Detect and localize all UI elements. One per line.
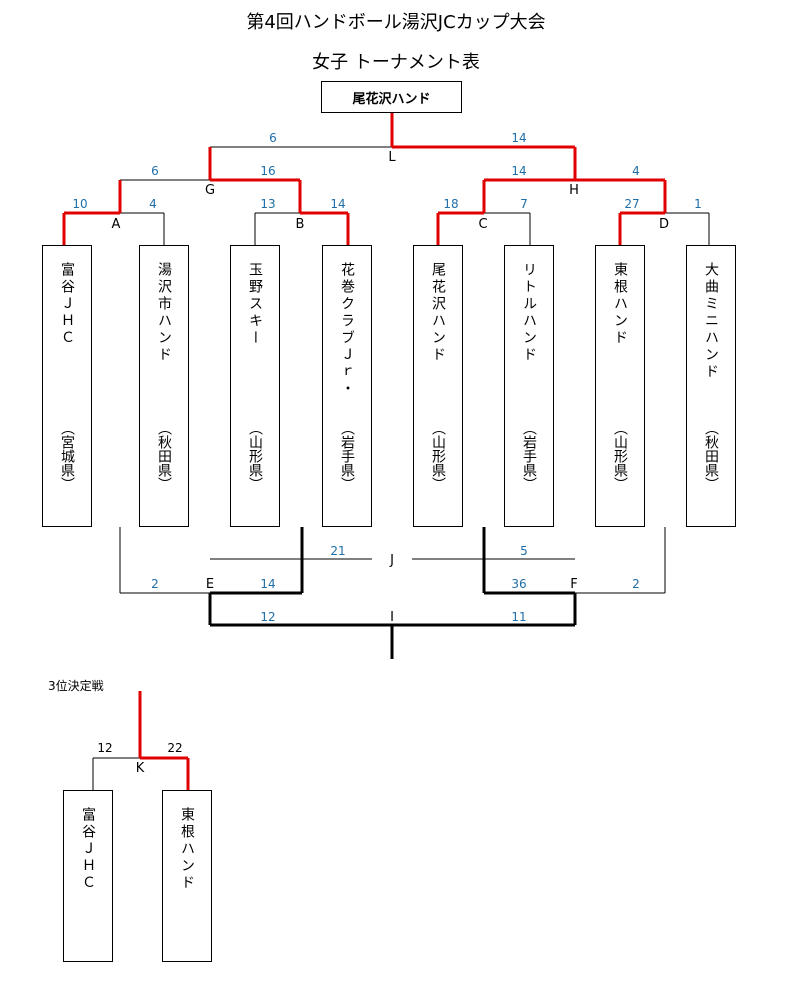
match-label-C: C <box>478 217 487 232</box>
team-prefecture: （山形県） <box>612 421 628 491</box>
score-G-left: 6 <box>151 164 159 178</box>
match-label-K: K <box>136 761 145 776</box>
team-box-8: 大曲ミニハンド （秋田県） <box>686 245 736 527</box>
third-team-box-1: 富谷ＪＨＣ <box>63 790 113 962</box>
team-name: 玉野スキー <box>247 262 263 347</box>
team-name: 東根ハンド <box>612 262 628 347</box>
match-label-J: J <box>389 553 394 568</box>
team-box-4: 花巻クラブＪｒ・ （岩手県） <box>322 245 372 527</box>
score-A-right: 4 <box>149 197 157 211</box>
score-L-left: 6 <box>269 131 277 145</box>
score-L-right: 14 <box>511 131 526 145</box>
score-H-left: 14 <box>511 164 526 178</box>
team-box-2: 湯沢市ハンド （秋田県） <box>139 245 189 527</box>
team-box-3: 玉野スキー （山形県） <box>230 245 280 527</box>
team-name: 大曲ミニハンド <box>703 262 719 381</box>
team-prefecture: （岩手県） <box>339 421 355 491</box>
team-prefecture: （秋田県） <box>156 421 172 491</box>
team-name: 富谷ＪＨＣ <box>59 262 75 347</box>
team-prefecture: （秋田県） <box>703 421 719 491</box>
score-J-left: 21 <box>330 544 345 558</box>
team-box-5: 尾花沢ハンド （山形県） <box>413 245 463 527</box>
team-box-7: 東根ハンド （山形県） <box>595 245 645 527</box>
third-place-title: 3位決定戦 <box>48 679 104 693</box>
score-A-left: 10 <box>72 197 87 211</box>
score-F-right: 2 <box>632 577 640 591</box>
score-J-right: 5 <box>520 544 528 558</box>
score-C-right: 7 <box>520 197 528 211</box>
match-label-B: B <box>296 217 305 232</box>
team-prefecture: （山形県） <box>247 421 263 491</box>
team-name: 富谷ＪＨＣ <box>80 807 96 892</box>
match-label-A: A <box>112 217 121 232</box>
match-label-D: D <box>659 217 669 232</box>
match-label-H: H <box>569 183 579 198</box>
score-E-left: 2 <box>151 577 159 591</box>
score-E-right: 14 <box>260 577 275 591</box>
team-box-6: リトルハンド （岩手県） <box>504 245 554 527</box>
champion-box: 尾花沢ハンド <box>321 81 462 113</box>
team-prefecture: （山形県） <box>430 421 446 491</box>
team-prefecture: （岩手県） <box>521 421 537 491</box>
score-B-left: 13 <box>260 197 275 211</box>
score-I-left: 12 <box>260 610 275 624</box>
page-subtitle: 女子 トーナメント表 <box>312 52 480 73</box>
score-F-left: 36 <box>511 577 526 591</box>
team-name: 東根ハンド <box>179 807 195 892</box>
third-team-box-2: 東根ハンド <box>162 790 212 962</box>
score-D-right: 1 <box>694 197 702 211</box>
score-G-right: 16 <box>260 164 275 178</box>
score-C-left: 18 <box>443 197 458 211</box>
match-label-I: I <box>390 610 394 625</box>
score-K-left: 12 <box>97 741 112 755</box>
team-name: 尾花沢ハンド <box>430 262 446 364</box>
page-title: 第4回ハンドボール湯沢JCカップ大会 <box>246 12 546 33</box>
score-B-right: 14 <box>330 197 345 211</box>
team-prefecture: （宮城県） <box>59 421 75 491</box>
match-label-G: G <box>205 183 215 198</box>
team-box-1: 富谷ＪＨＣ （宮城県） <box>42 245 92 527</box>
score-I-right: 11 <box>511 610 526 624</box>
match-label-L: L <box>388 150 396 165</box>
score-D-left: 27 <box>624 197 639 211</box>
score-K-right: 22 <box>167 741 182 755</box>
team-name: 湯沢市ハンド <box>156 262 172 364</box>
score-H-right: 4 <box>632 164 640 178</box>
match-label-F: F <box>570 577 577 592</box>
team-name: リトルハンド <box>521 262 537 364</box>
match-label-E: E <box>206 577 214 592</box>
team-name: 花巻クラブＪｒ・ <box>339 262 355 398</box>
